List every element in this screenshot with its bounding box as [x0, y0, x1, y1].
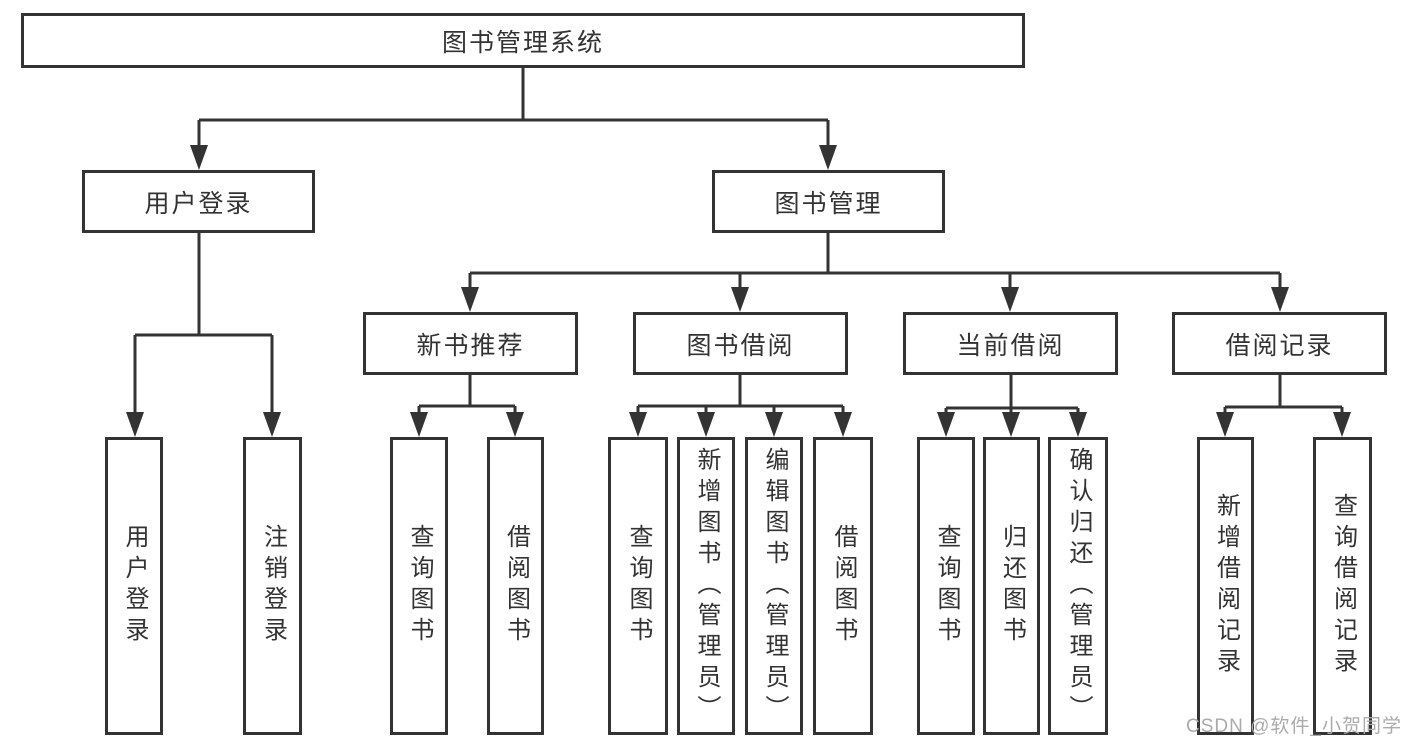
node-label: 借阅记录 — [1225, 331, 1334, 360]
leaf-query-books-recommend: 查询图书 — [390, 437, 448, 735]
node-label: 注销登录 — [259, 524, 287, 648]
node-label: 图书借阅 — [686, 331, 795, 360]
leaf-logout: 注销登录 — [243, 437, 302, 735]
node-current-borrowing: 当前借阅 — [903, 312, 1118, 375]
connector-user-login-group — [133, 233, 274, 417]
node-label: 图书管理 — [774, 189, 883, 218]
connector-current-borrow-group — [944, 375, 1080, 417]
leaf-add-borrow-record: 新增借阅记录 — [1197, 437, 1254, 735]
node-label: 归还图书 — [998, 524, 1026, 648]
leaf-add-book-admin: 新增图书（管理员） — [677, 437, 735, 735]
node-label: 新增图书（管理员） — [693, 446, 720, 726]
node-book-borrowing: 图书借阅 — [633, 312, 848, 375]
node-book-management: 图书管理 — [712, 170, 945, 233]
node-label: 图书管理系统 — [441, 28, 604, 57]
node-label: 新增借阅记录 — [1212, 493, 1240, 679]
connector-new-book-group — [417, 375, 517, 417]
node-label: 用户登录 — [144, 189, 253, 218]
leaf-user-login: 用户登录 — [105, 437, 163, 735]
node-label: 查询图书 — [406, 524, 433, 648]
node-label: 借阅图书 — [830, 524, 857, 648]
leaf-query-books-current: 查询图书 — [917, 437, 975, 735]
leaf-query-borrow-record: 查询借阅记录 — [1313, 437, 1372, 735]
connector-book-borrow-group — [636, 375, 845, 417]
leaf-edit-book-admin: 编辑图书（管理员） — [745, 437, 803, 735]
connector-root-to-level2 — [197, 68, 830, 150]
leaf-borrow-books-recommend: 借阅图书 — [487, 437, 544, 735]
leaf-return-book: 归还图书 — [983, 437, 1040, 735]
node-label: 当前借阅 — [956, 331, 1065, 360]
node-new-book-recommend: 新书推荐 — [363, 312, 578, 375]
connector-borrow-records-group — [1223, 375, 1344, 417]
node-label: 查询图书 — [933, 524, 960, 648]
watermark-text: CSDN @软件_小贺同学 — [1186, 716, 1402, 737]
node-user-login: 用户登录 — [82, 170, 315, 233]
node-label: 新书推荐 — [416, 331, 525, 360]
node-root: 图书管理系统 — [21, 13, 1025, 68]
node-label: 确认归还（管理员） — [1065, 446, 1092, 726]
node-label: 用户登录 — [121, 524, 148, 648]
node-borrowing-records: 借阅记录 — [1172, 312, 1387, 375]
node-label: 编辑图书（管理员） — [761, 446, 788, 726]
leaf-borrow-books-borrowing: 借阅图书 — [813, 437, 873, 735]
node-label: 查询借阅记录 — [1329, 493, 1357, 679]
leaf-confirm-return-admin: 确认归还（管理员） — [1048, 437, 1108, 735]
arrowheads — [126, 145, 1351, 437]
connector-book-management-to-level3 — [468, 233, 1282, 293]
leaf-query-books-borrowing: 查询图书 — [608, 437, 668, 735]
node-label: 查询图书 — [625, 524, 652, 648]
node-label: 借阅图书 — [502, 524, 530, 648]
